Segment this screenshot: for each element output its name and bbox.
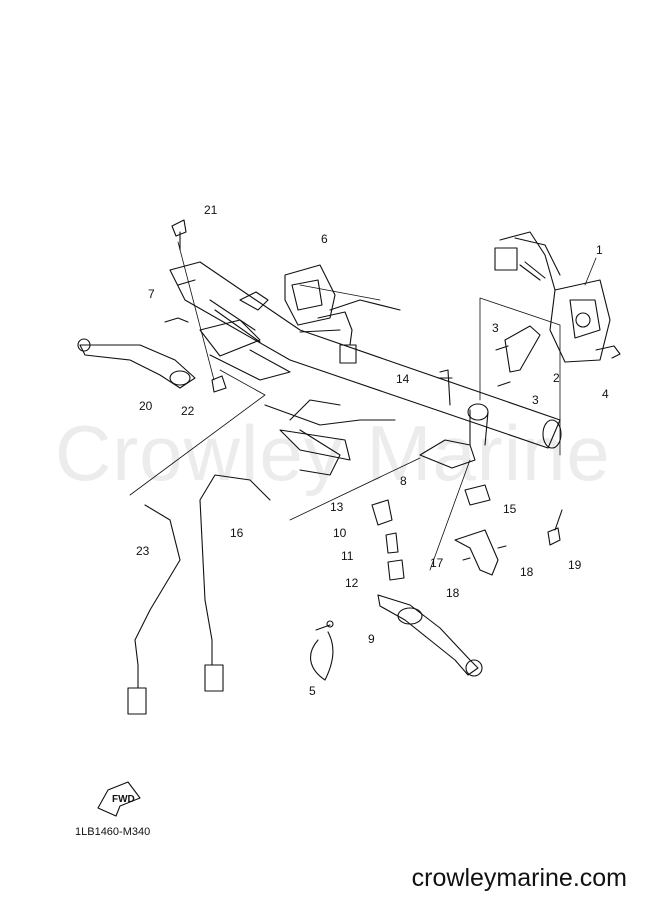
clutch-lever	[377, 594, 483, 677]
fwd-label: FWD	[112, 794, 135, 805]
callout-3b: 3	[532, 393, 539, 407]
cables	[127, 474, 271, 715]
callout-19: 19	[568, 558, 582, 572]
callout-17: 17	[430, 556, 444, 570]
callout-10: 10	[333, 526, 347, 540]
callout-23: 23	[136, 544, 150, 558]
callout-14: 14	[396, 372, 410, 386]
callout-3: 3	[492, 321, 499, 335]
leader-lines	[129, 241, 597, 571]
callout-2: 2	[553, 371, 560, 385]
callout-7: 7	[148, 287, 155, 301]
callout-18: 18	[520, 565, 534, 579]
site-link[interactable]: crowleymarine.com	[411, 864, 627, 892]
callout-13: 13	[330, 500, 344, 514]
callout-18b: 18	[446, 586, 460, 600]
callout-11: 11	[341, 549, 354, 563]
right-handlebar-switch	[494, 231, 611, 363]
callout-12: 12	[345, 576, 359, 590]
callout-numbers: 1 2 3 3 4 5 6 7 8 9 10 11 12 13 14 15 16…	[136, 203, 609, 698]
callout-21: 21	[204, 203, 218, 217]
callout-20: 20	[139, 399, 153, 413]
callout-4: 4	[602, 387, 609, 401]
brake-lever	[77, 338, 196, 389]
fwd-arrow-icon: FWD	[97, 781, 141, 817]
callout-22: 22	[181, 404, 195, 418]
handlebar	[169, 261, 562, 476]
callout-8: 8	[400, 474, 407, 488]
callout-16: 16	[230, 526, 244, 540]
callout-6: 6	[321, 232, 328, 246]
clutch-lever-holder	[309, 403, 499, 681]
fasteners	[164, 219, 621, 561]
drawing-code: 1LB1460-M340	[75, 826, 151, 838]
callout-1: 1	[596, 243, 603, 257]
callout-5: 5	[309, 684, 316, 698]
callout-9: 9	[368, 632, 375, 646]
callout-15: 15	[503, 502, 517, 516]
left-handlebar-switch	[284, 264, 357, 364]
